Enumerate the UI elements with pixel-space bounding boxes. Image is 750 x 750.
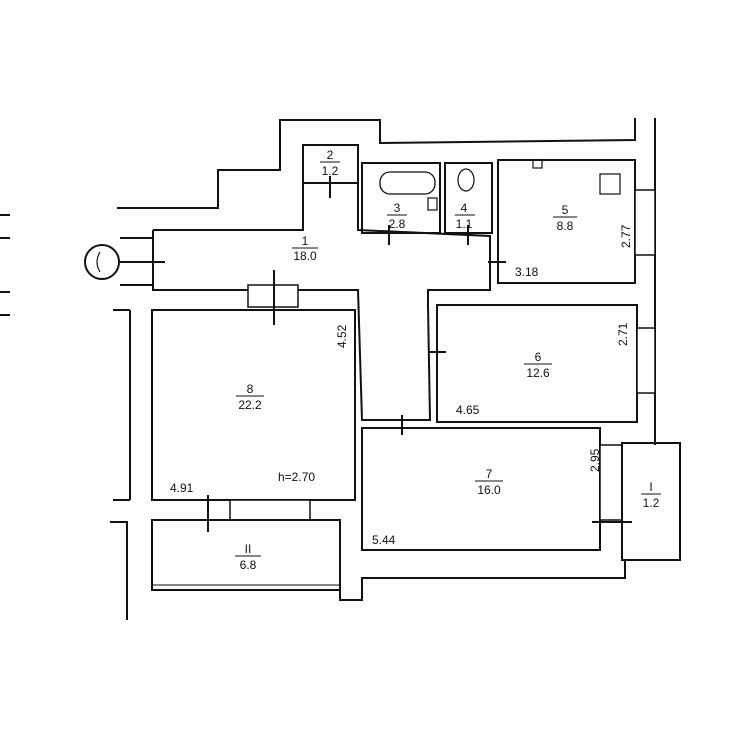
room-number: 1	[302, 234, 309, 248]
room-label-1: 1 18.0	[292, 234, 318, 263]
window	[634, 189, 656, 256]
room-number: II	[245, 542, 252, 556]
room-label-8: 8 22.2	[236, 382, 264, 412]
bathtub-icon	[379, 171, 436, 195]
dimension-label: 4.91	[170, 481, 194, 495]
dimension-label: 2.95	[588, 448, 602, 472]
dimension-label: 2.71	[616, 322, 630, 346]
window	[636, 327, 656, 394]
room-area: 8.8	[557, 219, 574, 233]
room-area: 12.6	[526, 366, 550, 380]
dimension-label: 4.65	[456, 403, 480, 417]
sink-icon	[427, 197, 438, 211]
room-label-6: 6 12.6	[524, 350, 552, 380]
outer-wall-left-lower	[110, 521, 128, 620]
room-I-loggia-outline	[621, 442, 681, 561]
dimension-label: 4.52	[335, 324, 349, 348]
window	[229, 499, 311, 521]
room-number: 6	[535, 350, 542, 364]
room-area: 18.0	[293, 249, 317, 263]
room-number: 5	[562, 203, 569, 217]
room-area: 6.8	[240, 558, 257, 572]
outer-wall-bottom	[339, 560, 626, 601]
room-label-I: I 1.2	[641, 480, 661, 510]
entrance-arc	[96, 251, 101, 273]
room-number: 2	[327, 148, 334, 162]
room-number: 4	[461, 201, 468, 215]
vent-icon	[532, 159, 543, 169]
room-label-II: II 6.8	[235, 542, 261, 572]
entrance-meter-icon	[84, 244, 120, 280]
room-number: 7	[486, 467, 493, 481]
outer-wall-top	[117, 118, 636, 209]
room-II-balcony-outline	[151, 519, 341, 591]
room-label-5: 5 8.8	[553, 203, 577, 233]
room-label-2: 2 1.2	[320, 148, 340, 178]
ceiling-height-label: h=2.70	[278, 470, 315, 484]
dimension-label: 2.77	[619, 224, 633, 248]
room-area: 1.2	[643, 496, 660, 510]
toilet-icon	[457, 168, 475, 192]
room-area: 22.2	[238, 398, 262, 412]
room-number: 8	[247, 382, 254, 396]
room-number: 3	[394, 201, 401, 215]
room-area: 2.8	[389, 217, 406, 231]
room-label-4: 4 1.1	[455, 201, 475, 231]
room-area: 16.0	[477, 483, 501, 497]
room-area: 1.1	[456, 217, 473, 231]
room-number: I	[649, 480, 652, 494]
room-area: 1.2	[322, 164, 339, 178]
room-3-bathroom-outline	[361, 162, 441, 234]
window	[599, 444, 623, 521]
dimension-label: 3.18	[515, 265, 539, 279]
dimension-label: 5.44	[372, 533, 396, 547]
stove-icon	[599, 173, 621, 195]
room-label-3: 3 2.8	[387, 201, 407, 231]
room-label-7: 7 16.0	[475, 467, 503, 497]
